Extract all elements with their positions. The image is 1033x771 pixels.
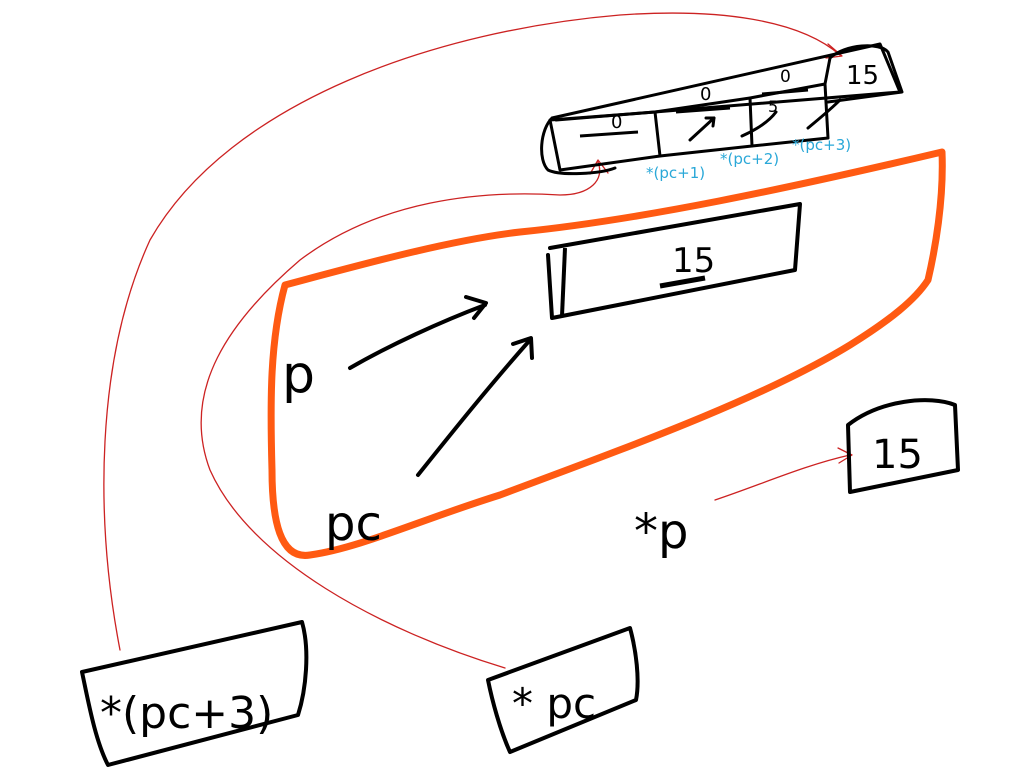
connector-deref-p-arrowhead	[837, 447, 853, 464]
memory-cell-box: 15	[546, 202, 802, 320]
pc-arrow	[416, 338, 532, 477]
connector-pc-plus-3-to-cell-3	[103, 12, 841, 651]
pc1-pointer-arrow	[688, 116, 716, 142]
array-cell-0	[548, 110, 662, 172]
highlight-region	[267, 148, 946, 559]
connector-pc-to-cell-0	[200, 161, 601, 669]
annotation-pc-plus-2: *(pc+2)	[720, 150, 779, 168]
annotation-pc-plus-3: *(pc+3)	[792, 136, 851, 154]
connector-pc-arrowhead	[589, 159, 609, 175]
pc-arrowhead	[511, 336, 534, 360]
pc-plus-3-box	[80, 620, 309, 767]
deref-p-result-box	[846, 398, 960, 494]
array-cell-3	[823, 44, 904, 104]
array-cell-1-top: 0	[700, 84, 711, 105]
pc-plus-3-label: *(pc+3)	[100, 688, 273, 739]
annotation-pc-plus-1: *(pc+1)	[646, 164, 705, 182]
array-cell-1	[653, 96, 754, 158]
variable-p: p	[282, 345, 315, 405]
array-outline	[540, 42, 902, 176]
array-cell-1-bar	[675, 106, 731, 114]
variable-pc: pc	[325, 496, 382, 552]
array-cell-0-top: 0	[611, 112, 622, 133]
deref-p-label: *p	[634, 504, 688, 560]
array-cell-2-bar	[761, 88, 809, 96]
deref-pc-label: * pc	[512, 679, 596, 728]
pc1-pointer-arrowhead	[704, 116, 716, 128]
array-cell-0-bar	[579, 130, 639, 138]
char-array: 0 0 0 5 15	[540, 42, 904, 176]
array-cell-2-top: 0	[780, 67, 791, 87]
deref-p-result-value: 15	[872, 432, 923, 478]
p-arrow	[348, 303, 487, 370]
connector-deref-p-to-value	[714, 454, 851, 501]
pc3-pointer-arrow	[806, 98, 842, 130]
deref-pc-box	[486, 626, 640, 754]
p-arrowhead	[464, 295, 488, 320]
memory-cell-divider	[560, 247, 567, 317]
array-cell-2-bottom: 5	[768, 97, 778, 116]
array-cell-3-value: 15	[846, 61, 879, 91]
memory-cell-value: 15	[672, 241, 715, 281]
memory-cell-outline	[546, 202, 802, 320]
memory-cell-underline	[659, 275, 706, 289]
pc2-pointer-arrow	[740, 110, 778, 138]
